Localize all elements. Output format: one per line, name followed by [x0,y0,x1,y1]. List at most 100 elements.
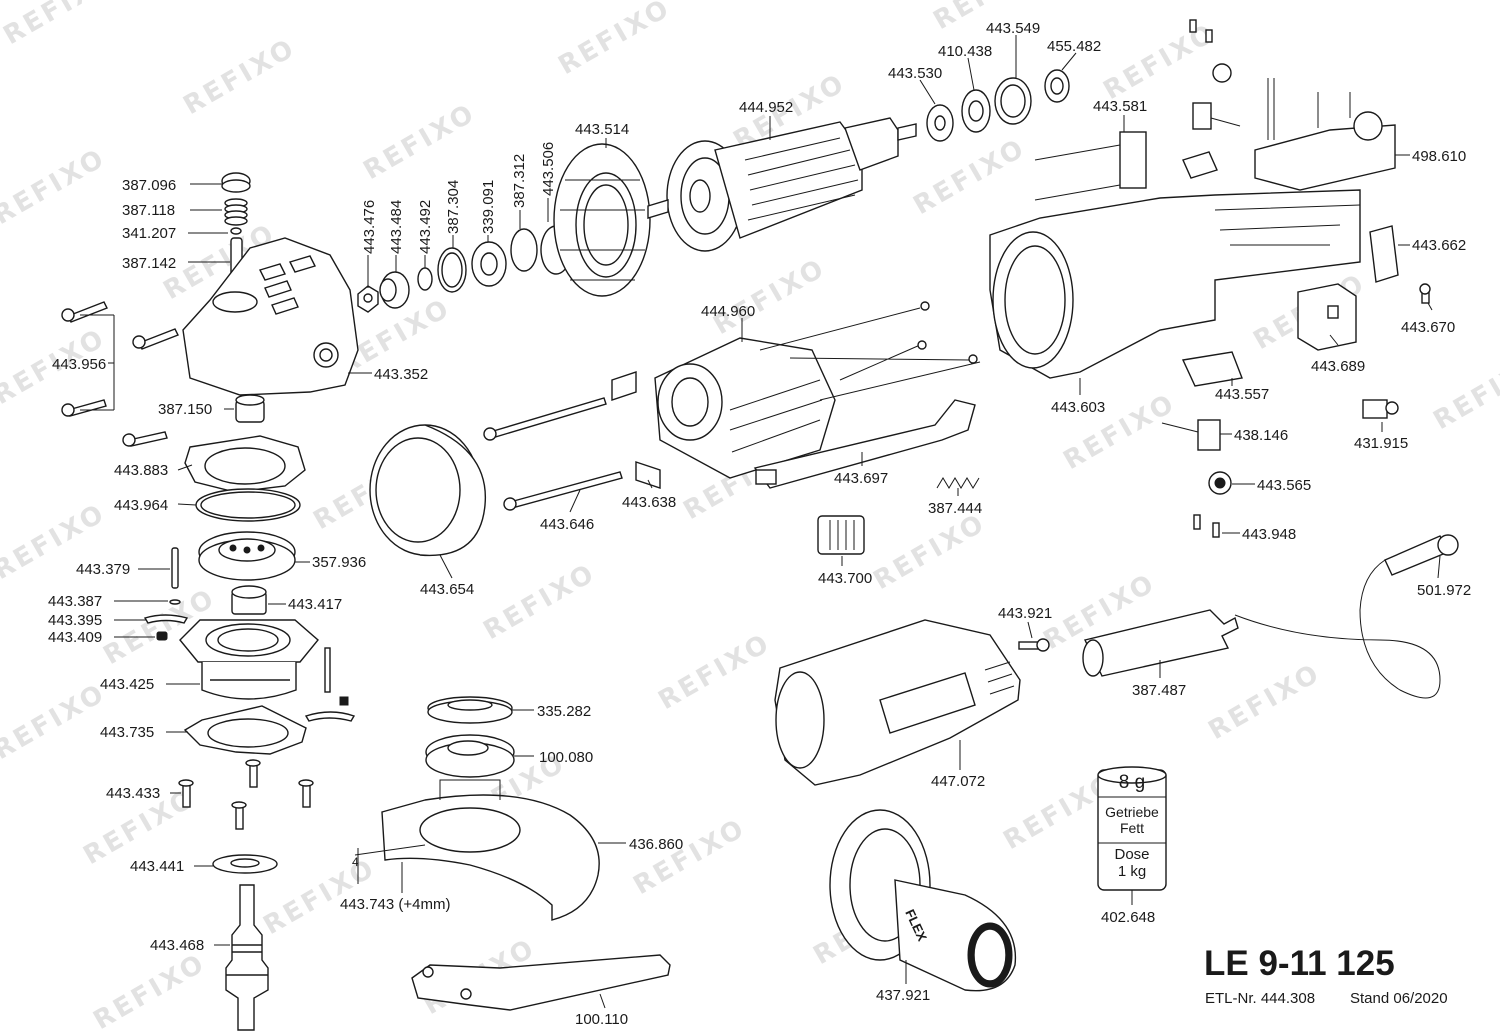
part-label: 387.118 [122,202,175,219]
part-label: 100.110 [575,1011,628,1028]
watermark: REFIXO [629,813,752,901]
part-438146-drawing [1197,419,1221,451]
part-label: 443.689 [1311,358,1365,375]
part-label: 341.207 [122,225,176,242]
watermark: REFIXO [0,0,121,51]
part-label: 431.915 [1354,435,1408,452]
part-labels: 387.096 387.118 341.207 387.142 443.956 … [48,20,1471,1028]
part-label: 443.883 [114,462,168,479]
handle-387487-drawing [1083,609,1239,677]
ring-387312-drawing [510,228,538,272]
clip-443638-drawing [611,371,637,401]
part-label: 443.530 [888,65,942,82]
watermark: REFIXO [1099,18,1222,106]
brush-box-drawing [1182,151,1218,179]
watermark: REFIXO [0,143,111,231]
part-label: 443.409 [48,629,102,646]
part-label: 443.476 [361,200,378,254]
stator-444960-drawing [654,301,981,479]
watermark: REFIXO [179,33,302,121]
spring-387444-drawing [936,477,980,489]
revision-date: Stand 06/2020 [1350,990,1448,1007]
part-label: 387.444 [928,500,982,517]
part-label: 443.700 [818,570,872,587]
watermark: REFIXO [0,678,111,766]
cord-501972-drawing [1234,534,1459,699]
dimension-label: 4 [352,855,359,869]
watermark: REFIXO [869,508,992,596]
part-label: 443.514 [575,121,629,138]
guard-436860-drawing [354,779,600,921]
housing-shell-447072-drawing [774,619,1021,786]
part-label: 443.468 [150,937,204,954]
terminal-431915-drawing [1362,399,1388,419]
part-label: 443.697 [834,470,888,487]
part-label: 387.304 [445,180,462,234]
part-label: 443.565 [1257,477,1311,494]
holder-443557-drawing [1181,351,1243,387]
part-label: 443.441 [130,858,184,875]
part-label: 436.860 [629,836,683,853]
part-label: 443.379 [76,561,130,578]
brush-443581-drawing [1119,131,1147,189]
spring-clip-drawing [1212,63,1232,83]
washer-443387-drawing [169,599,181,605]
part-label: 443.948 [1242,526,1296,543]
strip-443662-drawing [1369,225,1399,283]
guard-443654-drawing [369,424,487,557]
bracket-443697-drawing [753,399,976,489]
washer-443492-drawing [417,267,433,291]
grease-pack-line1: Dose [1114,846,1150,863]
part-label: 447.072 [931,773,985,790]
grease-part-label: 402.648 [1101,909,1155,926]
part-label: 339.091 [480,180,497,234]
wrench-100110-drawing [411,954,671,1011]
part-label: 443.964 [114,497,168,514]
parts-drawings: FLEX [61,19,1459,1031]
watermark: REFIXO [654,628,777,716]
part-label: 387.150 [158,401,212,418]
part-label: 443.492 [417,200,434,254]
part-label: 443.735 [100,724,154,741]
block-443689-drawing [1297,283,1357,351]
part-label: 443.387 [48,593,102,610]
watermark: REFIXO [709,253,832,341]
pin-443379-drawing [171,547,179,589]
part-label: 443.433 [106,785,160,802]
switch-498610-drawing [1254,124,1396,191]
screws-443646-drawing [489,397,607,439]
part-label: 455.482 [1047,38,1101,55]
part-label: 357.936 [312,554,366,571]
part-label: 443.549 [986,20,1040,37]
part-label: 443.638 [622,494,676,511]
grease-type-line1: Getriebe [1105,804,1159,820]
model-title: LE 9-11 125 [1204,944,1395,983]
screws-443948-drawing [1193,514,1201,530]
part-label: 387.142 [122,255,176,272]
side-handle-437921-drawing: FLEX [829,809,1017,992]
part-label: 444.952 [739,99,793,116]
watermark: REFIXO [1204,658,1327,746]
armature-444952-drawing [647,117,917,252]
part-label: 443.352 [374,366,428,383]
stud-drawing [324,647,331,693]
part-label: 443.921 [998,605,1052,622]
part-label: 443.662 [1412,237,1466,254]
part-label: 100.080 [539,749,593,766]
part-label: 443.670 [1401,319,1455,336]
clip-443395-drawing [143,614,189,624]
part-label: 438.146 [1234,427,1288,444]
spindle-443468-drawing [225,884,269,1031]
small-screw-drawing [1189,19,1197,33]
part-label: 443.603 [1051,399,1105,416]
part-label: 387.487 [1132,682,1186,699]
part-label: 443.506 [540,142,557,196]
part-label: 443.484 [388,200,405,254]
part-label: 498.610 [1412,148,1466,165]
circlip-443506-drawing [540,225,567,275]
part-label: 410.438 [938,43,992,60]
part-label: 443.654 [420,581,474,598]
part-label: 387.096 [122,177,176,194]
ring-341207-drawing [230,227,242,235]
screws-443433-drawing [178,759,314,830]
